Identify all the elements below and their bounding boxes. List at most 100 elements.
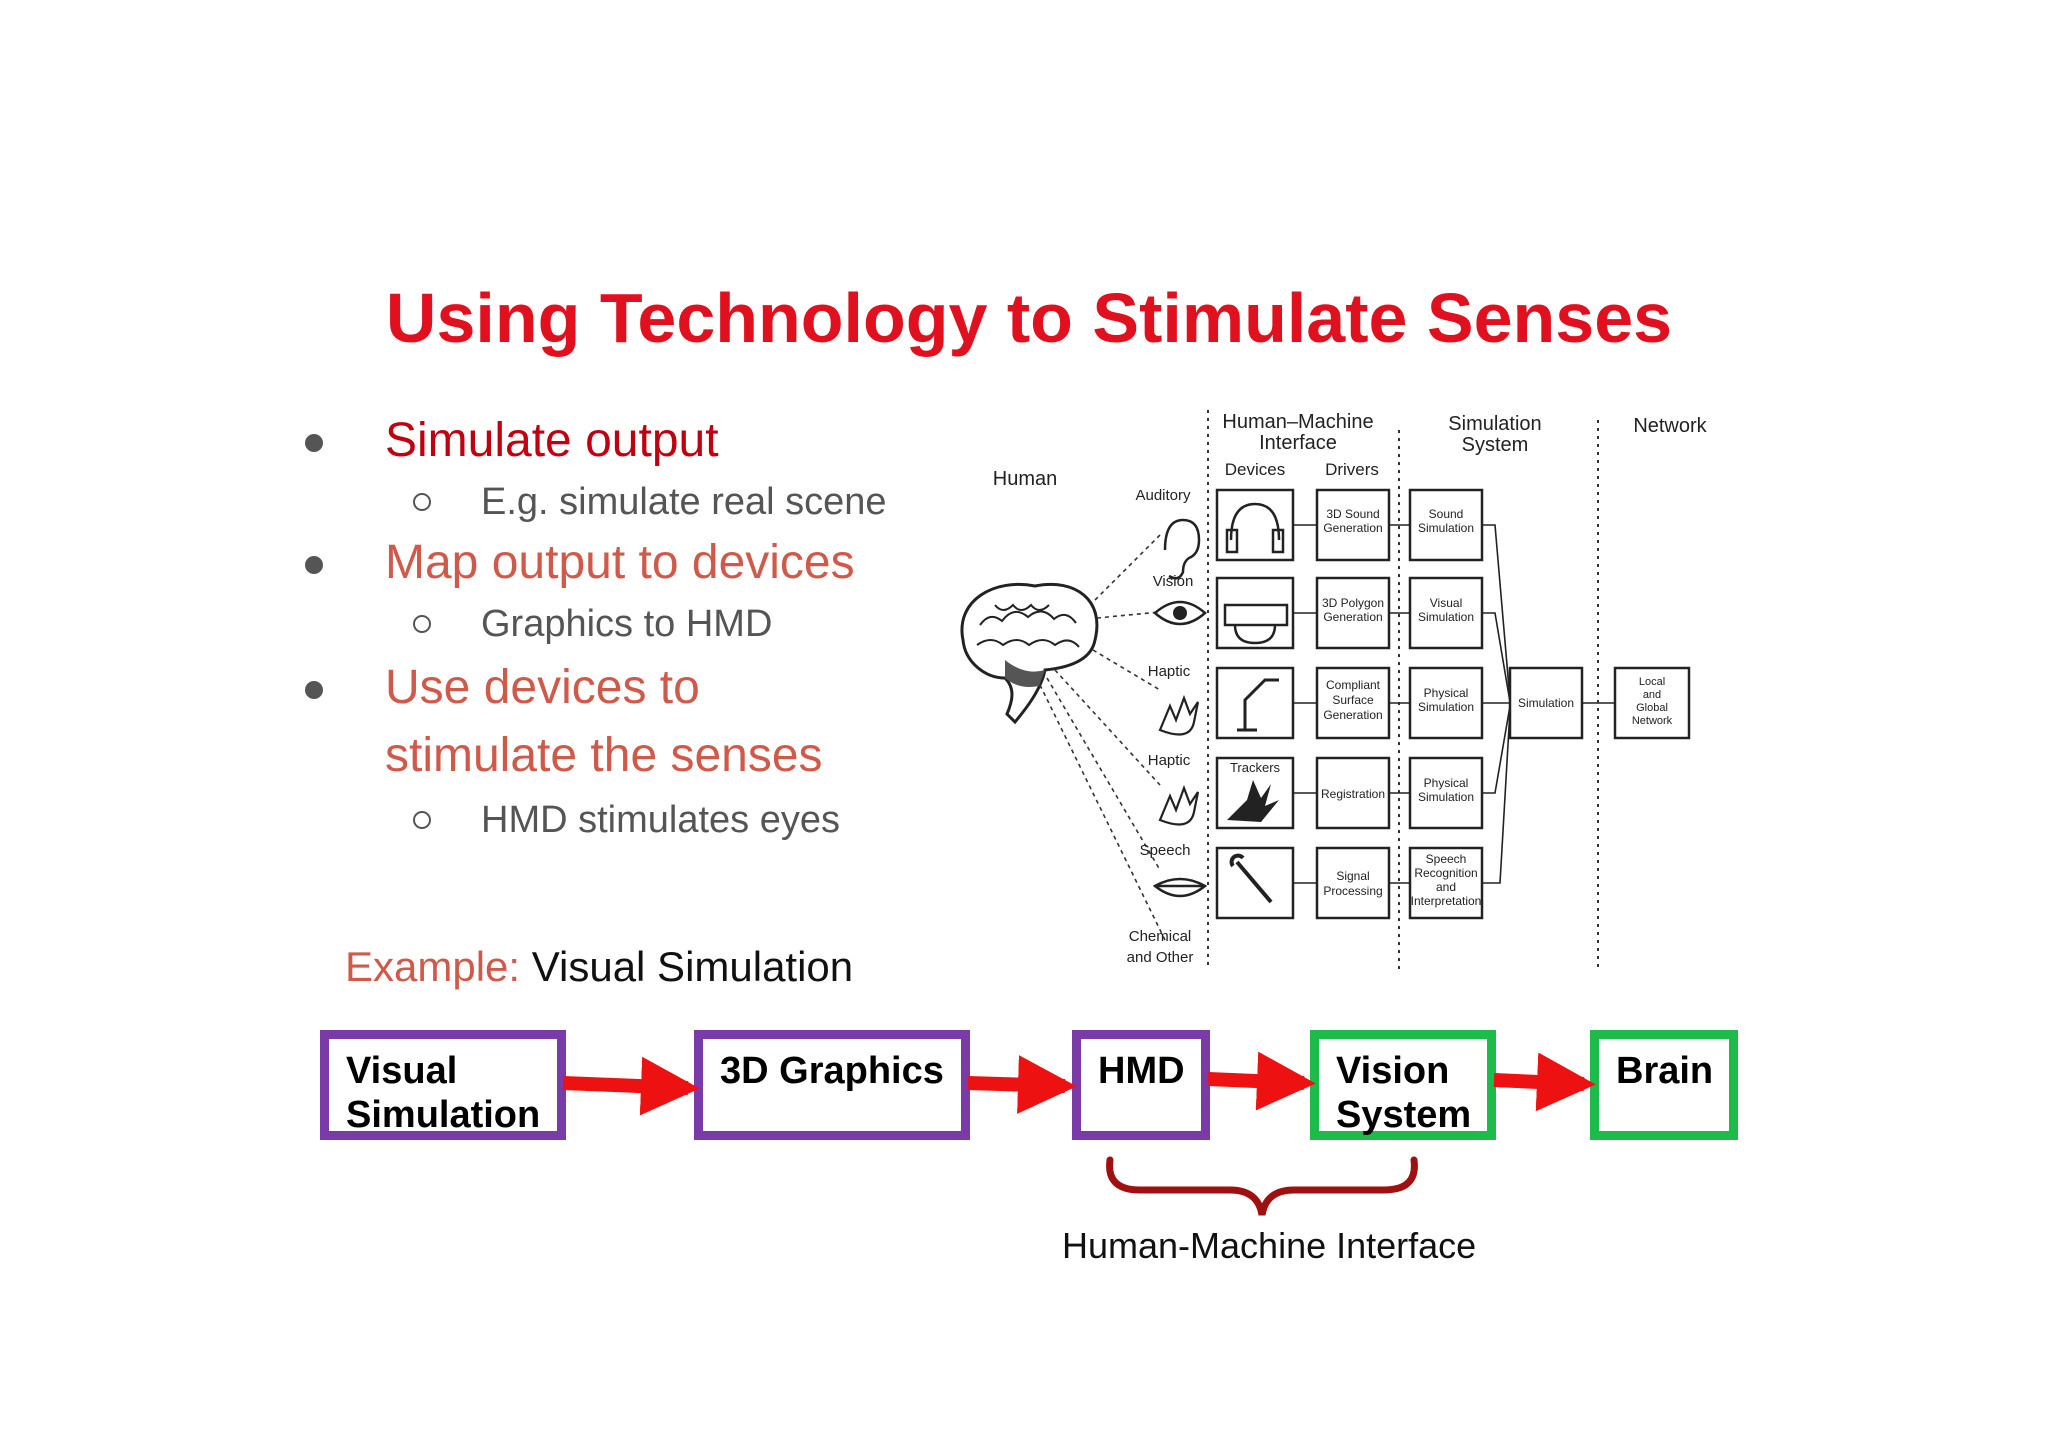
microphone-icon — [1229, 853, 1273, 904]
header-simulation: Simulation — [1448, 413, 1541, 435]
simulation-label: Simulation — [1418, 521, 1474, 535]
central-simulation-label: Simulation — [1518, 696, 1574, 710]
header-devices: Devices — [1225, 460, 1285, 479]
bullet-text: Simulate output — [385, 414, 719, 467]
simulation-label: Recognition — [1414, 866, 1477, 880]
network-labels: Local and Global Network — [1632, 676, 1673, 727]
header-hmi: Human–Machine — [1222, 411, 1373, 433]
network-label: Network — [1632, 715, 1673, 727]
sub-bullet-text: Graphics to HMD — [481, 603, 773, 645]
simulation-label: Simulation — [1418, 700, 1474, 714]
bullet-list: Simulate output E.g. simulate real scene… — [305, 410, 945, 850]
device-box-haptic-arm — [1215, 666, 1295, 740]
example-value: Visual Simulation — [531, 943, 854, 990]
device-boxes — [1215, 488, 1295, 920]
sub-bullet-item: E.g. simulate real scene — [305, 472, 945, 532]
simulation-boxes — [1408, 488, 1484, 920]
sub-bullet-ring-icon — [413, 811, 431, 829]
eye-icon — [1153, 600, 1207, 626]
simulation-label: and — [1436, 880, 1456, 894]
driver-label: 3D Polygon — [1322, 596, 1384, 610]
simulation-label: Physical — [1424, 776, 1469, 790]
bullet-item: Map output to devices — [305, 532, 945, 594]
hand-icon — [1158, 694, 1200, 736]
diagram-connectors — [1293, 524, 1615, 884]
driver-label: Generation — [1323, 610, 1382, 624]
example-caption: Example: Visual Simulation — [345, 943, 853, 991]
flow-box-label: Visual — [346, 1050, 458, 1092]
mouth-icon — [1152, 877, 1208, 898]
bullet-item: Use devices to stimulate the senses — [305, 654, 945, 790]
sense-label-haptic: Haptic — [1148, 752, 1191, 769]
simulation-label: Sound — [1429, 507, 1464, 521]
bullet-text-line2: stimulate the senses — [385, 729, 823, 782]
header-network: Network — [1633, 415, 1707, 437]
flow-arrow — [1207, 1051, 1316, 1111]
header-hmi: Interface — [1259, 432, 1337, 454]
sub-bullet-text: HMD stimulates eyes — [481, 799, 840, 841]
network-box — [1613, 666, 1691, 740]
simulation-label: Speech — [1426, 852, 1467, 866]
driver-label: Processing — [1323, 884, 1382, 898]
flow-box-label: Simulation — [346, 1094, 541, 1136]
hmi-brace — [1106, 1156, 1418, 1216]
headphones-icon — [1225, 502, 1285, 554]
hmi-brace-label: Human-Machine Interface — [1062, 1225, 1477, 1266]
driver-label: Signal — [1336, 869, 1369, 883]
simulation-label: Visual — [1430, 596, 1462, 610]
header-simulation: System — [1462, 434, 1529, 456]
glove-icon — [1227, 780, 1279, 822]
sense-label-chemical: Chemical — [1129, 928, 1192, 945]
slide-title: Using Technology to Stimulate Senses — [385, 279, 1673, 357]
driver-boxes — [1315, 488, 1391, 920]
sense-label-haptic: Haptic — [1148, 663, 1191, 680]
driver-labels: 3D Sound Generation 3D Polygon Generatio… — [1321, 507, 1385, 898]
sub-bullet-item: HMD stimulates eyes — [305, 790, 945, 850]
sense-links — [1039, 534, 1166, 941]
flow-box-hmd: HMD — [1072, 1030, 1210, 1140]
driver-label: 3D Sound — [1326, 507, 1379, 521]
haptic-arm-icon — [1237, 678, 1279, 732]
simulation-label: Simulation — [1418, 790, 1474, 804]
sense-label-chemical: and Other — [1127, 949, 1194, 966]
flow-box-visual-simulation: Visual Simulation — [320, 1030, 566, 1140]
sub-bullet-text: E.g. simulate real scene — [481, 481, 887, 523]
flow-box-label: 3D Graphics — [720, 1050, 944, 1092]
driver-label: Generation — [1323, 708, 1382, 722]
bullet-dot-icon — [305, 681, 323, 699]
sense-label-speech: Speech — [1140, 842, 1191, 859]
bullet-item: Simulate output — [305, 410, 945, 472]
flow-arrow — [1493, 1052, 1596, 1112]
device-box-hmd — [1215, 576, 1295, 650]
network-label: Global — [1636, 702, 1668, 714]
simulation-labels: Sound Simulation Visual Simulation Physi… — [1411, 507, 1482, 908]
bullet-dot-icon — [305, 434, 323, 452]
sense-label-vision: Vision — [1153, 573, 1194, 590]
brain-icon — [960, 582, 1099, 725]
simulation-label: Physical — [1424, 686, 1469, 700]
header-human: Human — [993, 468, 1057, 490]
bullet-dot-icon — [305, 556, 323, 574]
driver-label: Compliant — [1326, 678, 1381, 692]
flow-box-label: Vision — [1336, 1050, 1450, 1092]
flow-box-label: Brain — [1616, 1050, 1714, 1092]
driver-label: Generation — [1323, 521, 1382, 535]
bullet-text: Map output to devices — [385, 536, 855, 589]
sub-bullet-item: Graphics to HMD — [305, 594, 945, 654]
simulation-label: Simulation — [1418, 610, 1474, 624]
example-label: Example: — [345, 943, 521, 990]
bullet-text-line1: Use devices to — [385, 661, 700, 714]
simulation-label: Interpretation — [1411, 894, 1482, 908]
device-box-headphones — [1215, 488, 1295, 562]
flow-arrow — [562, 1056, 700, 1116]
hmi-architecture-diagram: Human–Machine Interface Human Devices Dr… — [960, 410, 1708, 970]
flow-box-label: HMD — [1098, 1050, 1185, 1092]
flow-box-label: System — [1336, 1094, 1472, 1136]
network-label: Local — [1639, 676, 1665, 688]
ear-icon — [1163, 518, 1201, 580]
sense-label-auditory: Auditory — [1135, 487, 1191, 504]
central-simulation-box — [1508, 666, 1584, 740]
driver-label: Registration — [1321, 787, 1385, 801]
header-drivers: Drivers — [1325, 460, 1379, 479]
